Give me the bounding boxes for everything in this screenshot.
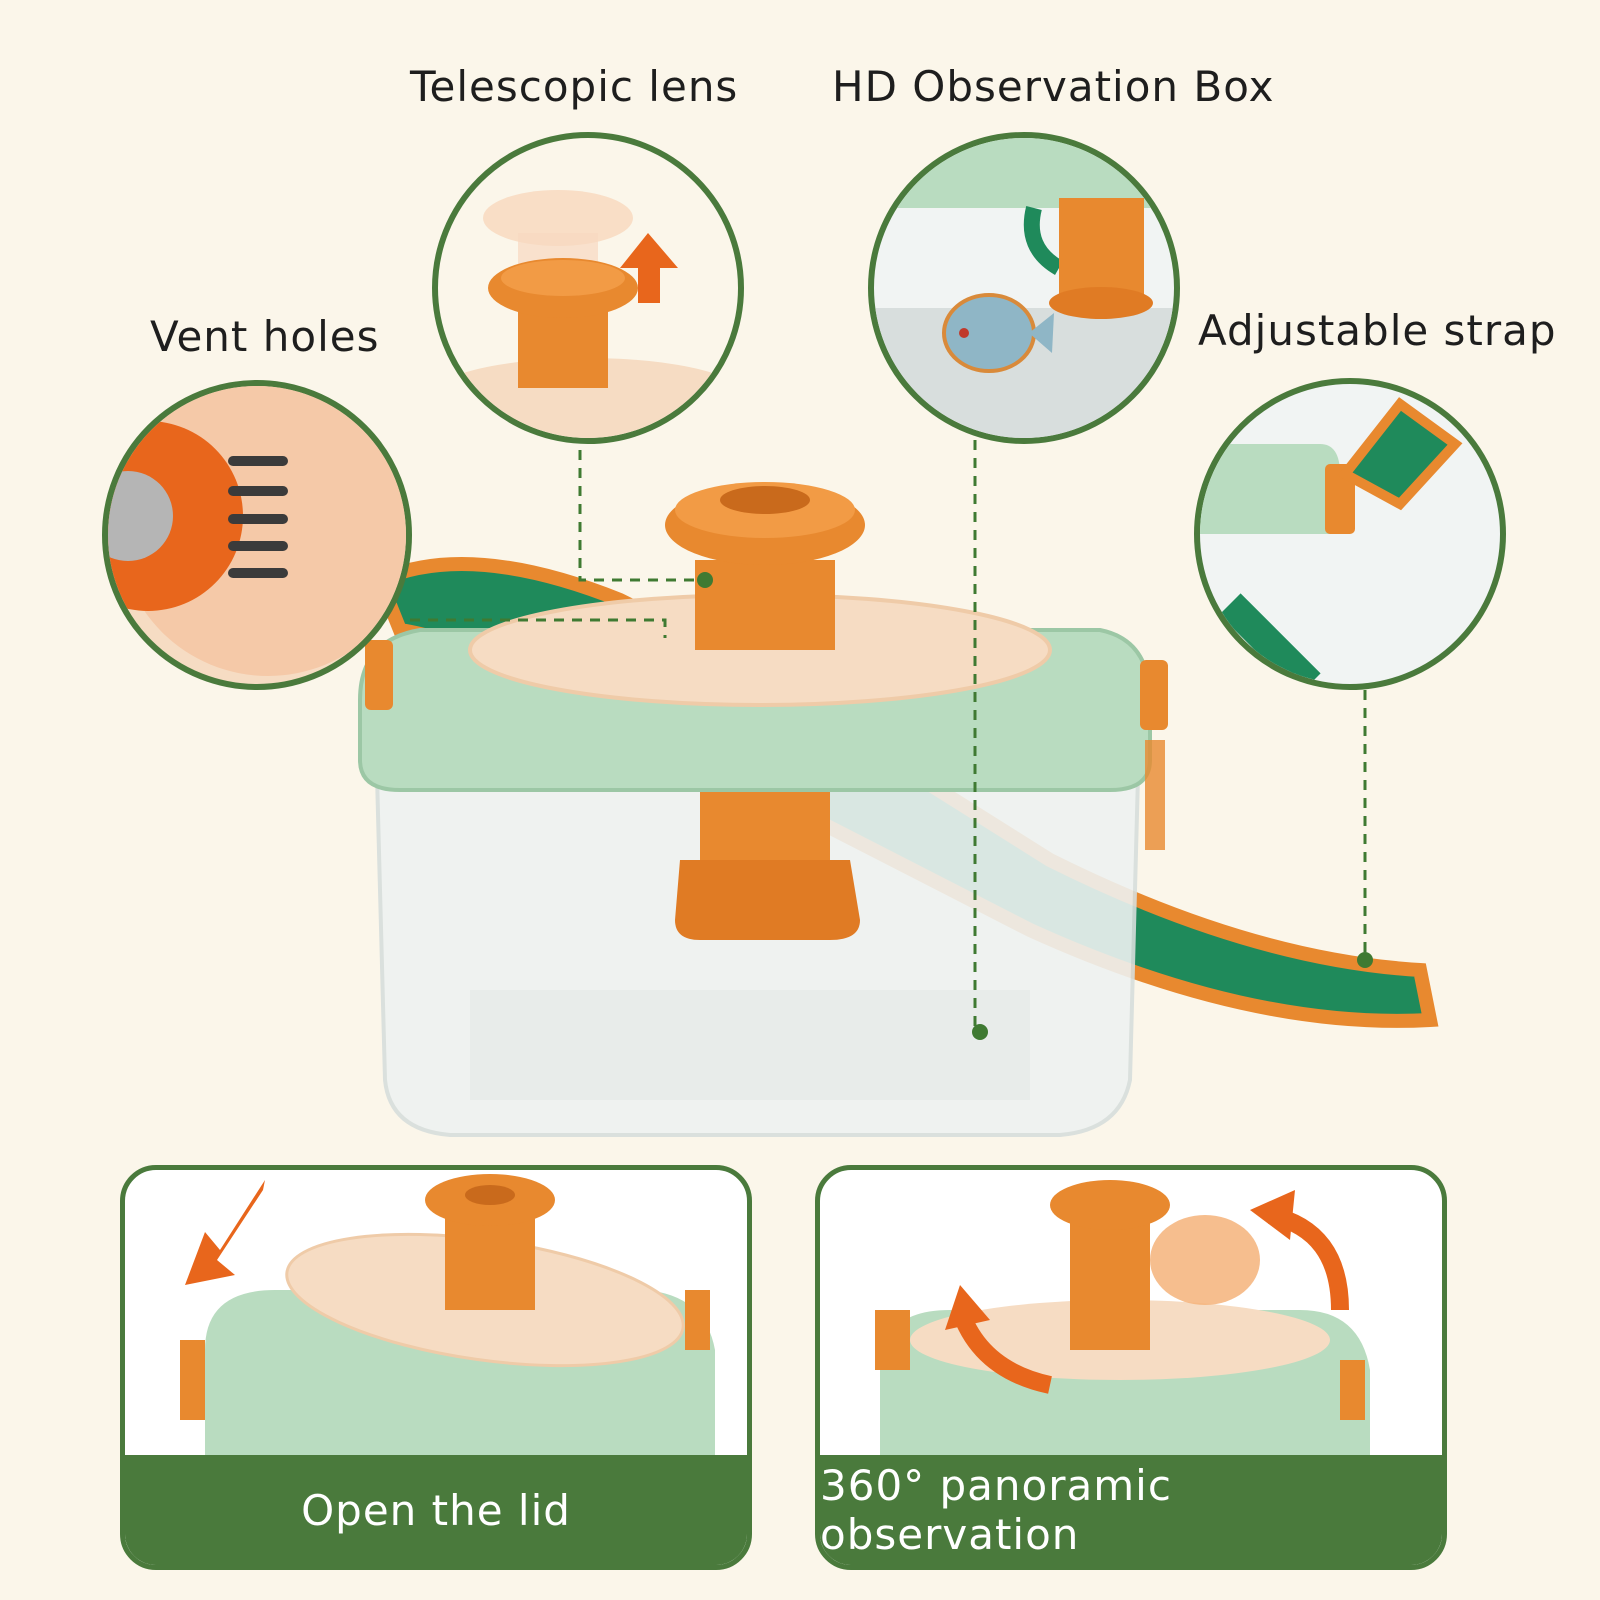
- panoramic-card: 360° panoramic observation: [815, 1165, 1447, 1570]
- panoramic-illustration: [875, 1180, 1370, 1460]
- box-dot: [972, 1024, 988, 1040]
- vent-holes-illustration: [108, 386, 406, 676]
- open-lid-card: Open the lid: [120, 1165, 752, 1570]
- panoramic-caption: 360° panoramic observation: [820, 1455, 1442, 1565]
- vent-slots-icon: [228, 456, 288, 578]
- adjustable-strap-illustration: [1200, 397, 1463, 684]
- telescope-tube: [695, 560, 835, 650]
- adjustable-strap-circle: [1194, 378, 1506, 690]
- label-adjustable-strap: Adjustable strap: [1198, 306, 1557, 355]
- label-hd-observation-box: HD Observation Box: [832, 62, 1275, 111]
- lens-dot: [697, 572, 713, 588]
- hd-observation-illustration: [874, 138, 1174, 438]
- hd-observation-circle: [868, 132, 1180, 444]
- telescopic-lens-illustration: [438, 190, 738, 438]
- label-vent-holes: Vent holes: [150, 312, 380, 361]
- vent-holes-circle: [102, 380, 412, 690]
- open-lid-illustration: [180, 1174, 715, 1460]
- arrow-up-icon: [620, 233, 678, 303]
- open-lid-caption: Open the lid: [125, 1455, 747, 1565]
- strap-dot: [1357, 952, 1373, 968]
- label-telescopic-lens: Telescopic lens: [410, 62, 739, 111]
- arrow-down-left-icon: [185, 1180, 265, 1285]
- fish-icon: [942, 293, 1054, 373]
- telescopic-lens-circle: [432, 132, 744, 444]
